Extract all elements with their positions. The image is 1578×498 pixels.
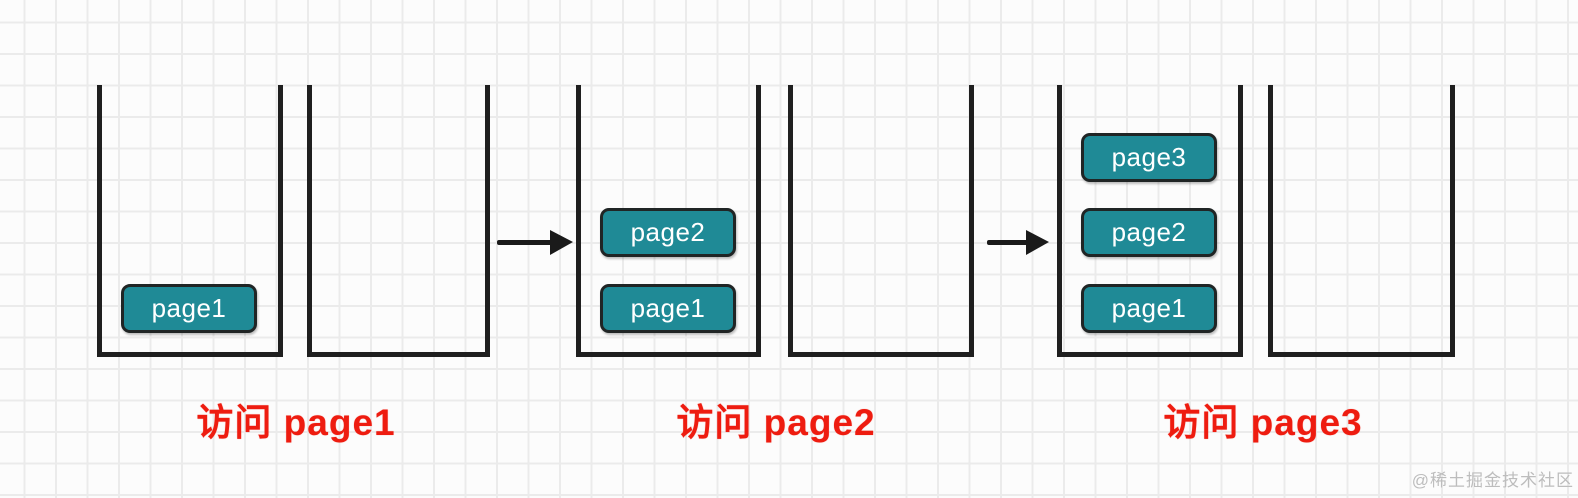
watermark: @稀土掘金技术社区 bbox=[1411, 471, 1574, 490]
page-block: page3 bbox=[1081, 133, 1217, 182]
arrow-right-icon bbox=[497, 230, 573, 255]
stage1-caption: 访问 page1 bbox=[196, 402, 396, 443]
arrow-head bbox=[1026, 230, 1049, 255]
page-block: page2 bbox=[600, 208, 736, 257]
stage1-aux-stack bbox=[307, 85, 490, 357]
arrow-right-icon bbox=[987, 230, 1049, 255]
page-block: page1 bbox=[1081, 284, 1217, 333]
stage3-aux-stack bbox=[1268, 85, 1455, 357]
page-block: page1 bbox=[121, 284, 257, 333]
stage1-main-stack: page1 bbox=[97, 85, 283, 357]
arrow-shaft bbox=[987, 240, 1028, 245]
stage2-aux-stack bbox=[788, 85, 974, 357]
stage2-caption: 访问 page2 bbox=[676, 402, 876, 443]
stage2-main-stack: page2 page1 bbox=[576, 85, 761, 357]
arrow-head bbox=[550, 230, 573, 255]
stage3-caption: 访问 page3 bbox=[1163, 402, 1363, 443]
stage3-main-stack: page3 page2 page1 bbox=[1057, 85, 1243, 357]
page-block: page1 bbox=[600, 284, 736, 333]
page-block: page2 bbox=[1081, 208, 1217, 257]
arrow-shaft bbox=[497, 240, 552, 245]
